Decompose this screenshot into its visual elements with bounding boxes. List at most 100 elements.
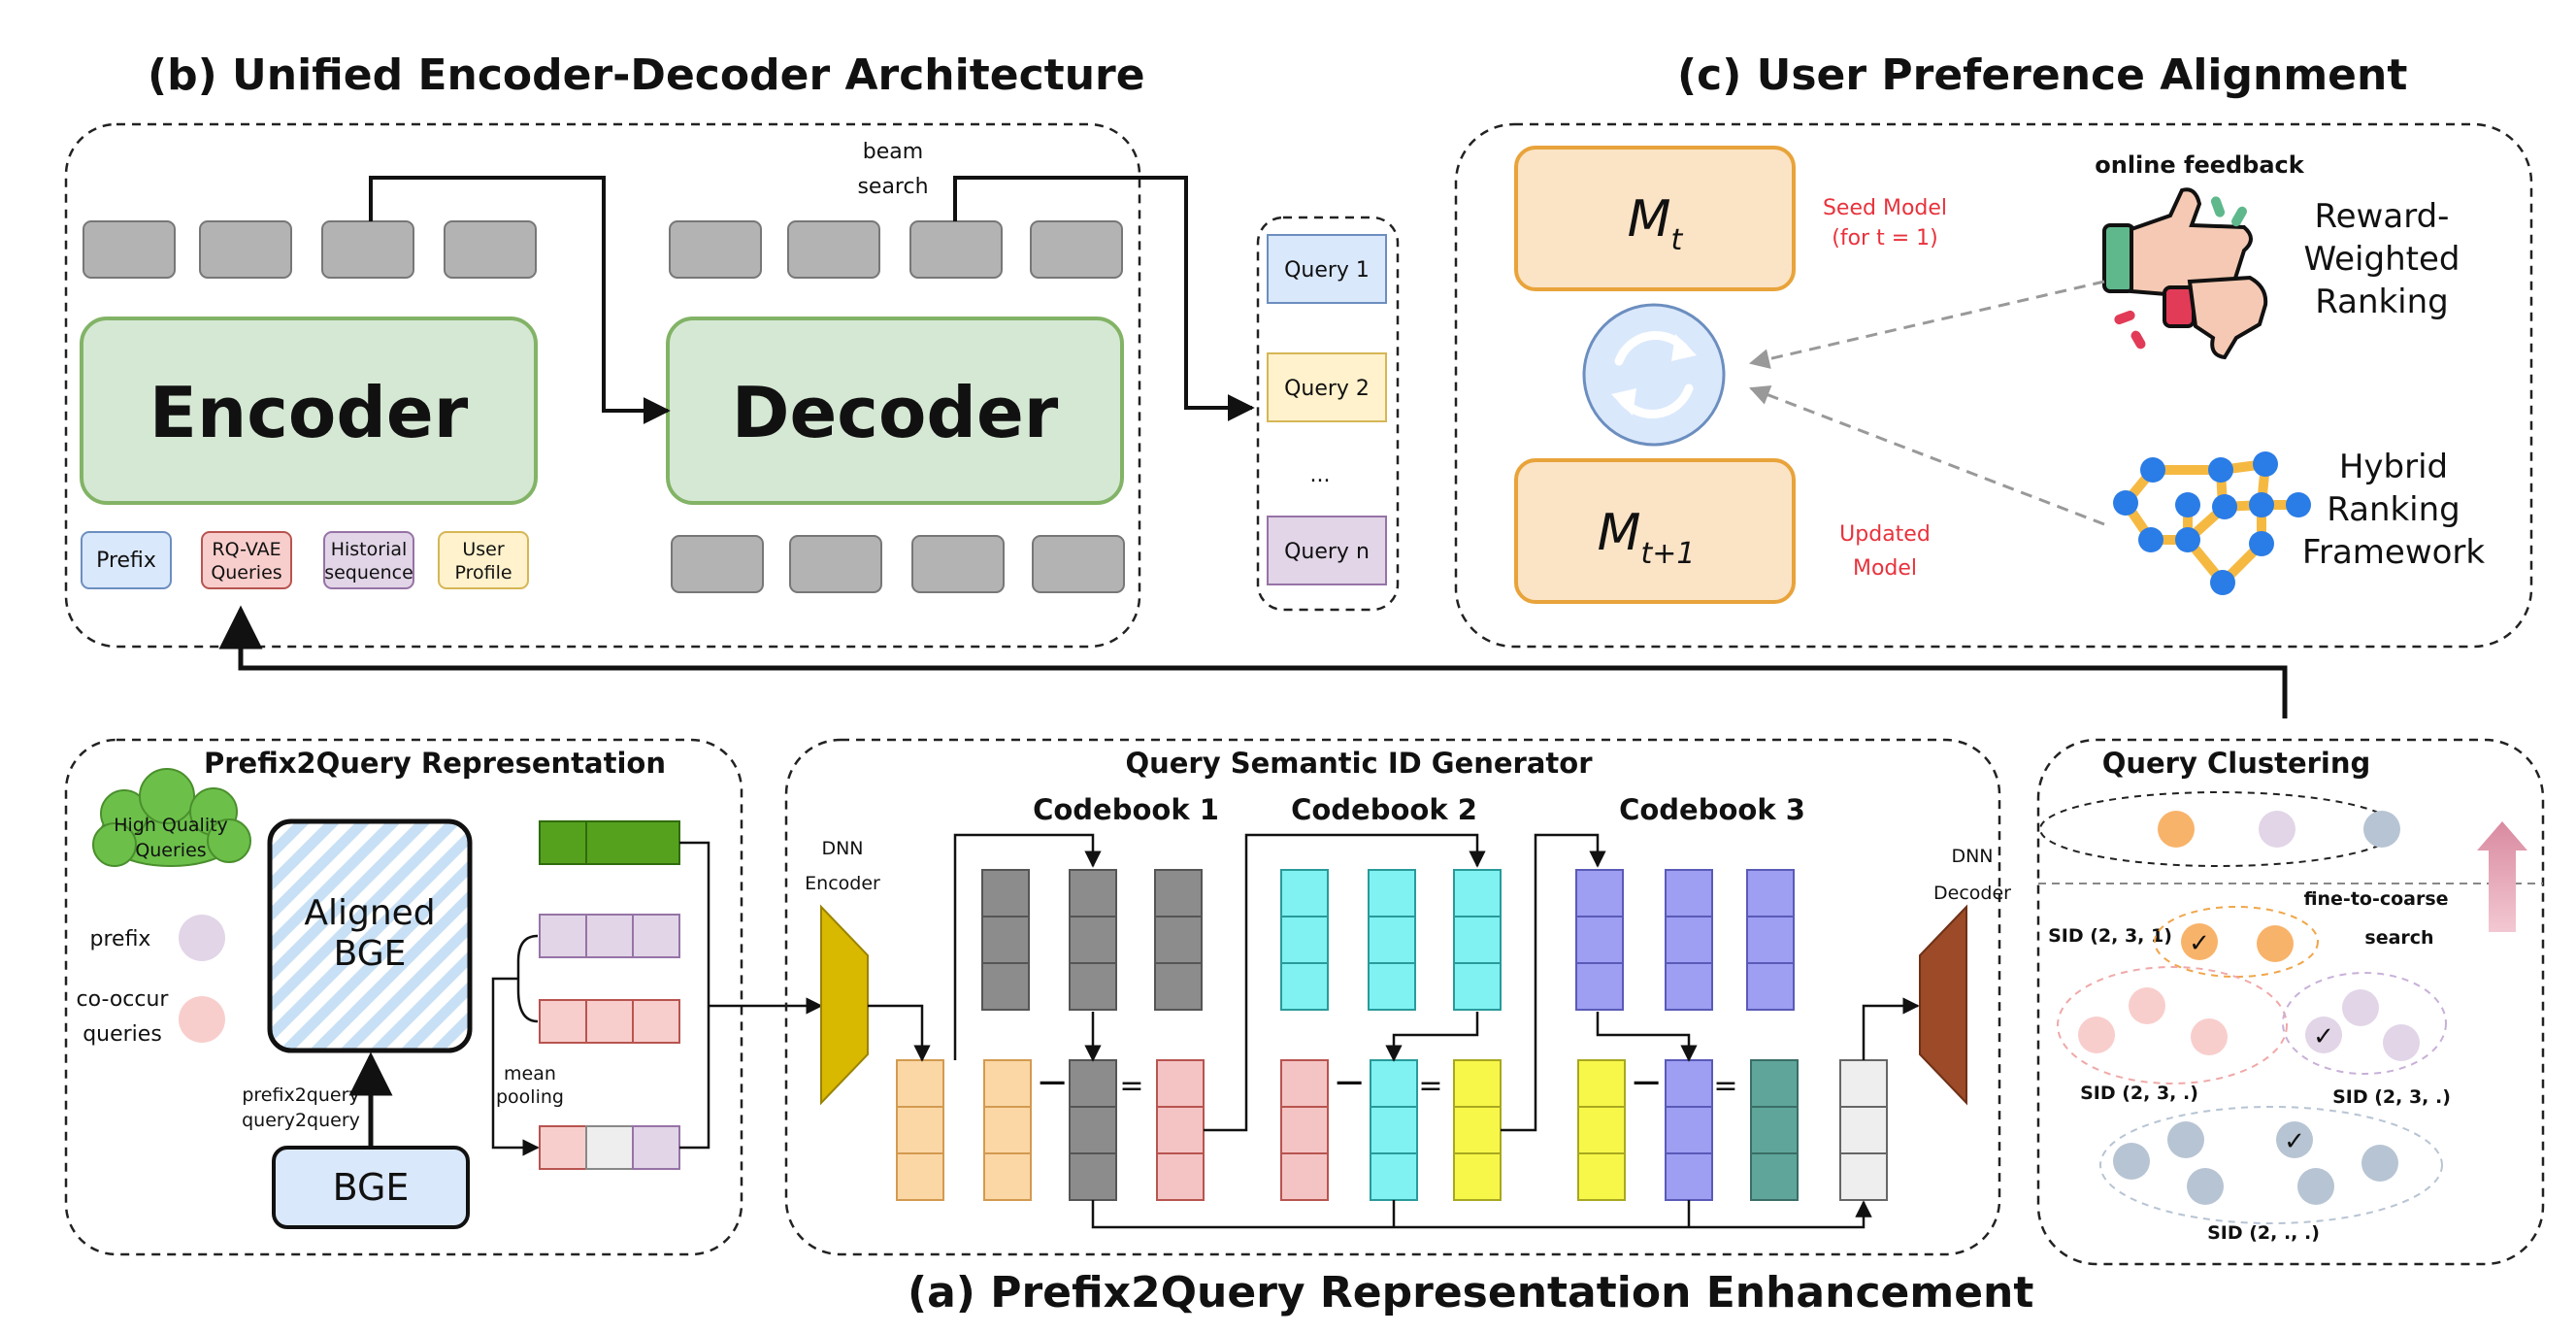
- vector-cell: [1665, 916, 1713, 964]
- cluster-point: [2113, 1143, 2150, 1180]
- decoder-input-token: [671, 535, 764, 593]
- vector-cell: [1577, 1106, 1626, 1154]
- vector-cell: [981, 962, 1030, 1011]
- decoder-output-token: [787, 220, 880, 279]
- vector-cell: [1280, 962, 1329, 1011]
- fine-to-coarse-label: search: [2364, 927, 2433, 949]
- vector-cell: [896, 1152, 944, 1201]
- check-icon: ✓: [2284, 1127, 2305, 1156]
- hq-queries-label: High Quality: [114, 815, 228, 836]
- beam-search-arrow: [953, 176, 1255, 421]
- cooccur-legend-dot: [179, 996, 225, 1043]
- input-rqvae-label: RQ-VAE: [212, 539, 281, 560]
- selected-query-point: [2181, 923, 2218, 960]
- query-1-label: Query 1: [1284, 258, 1370, 283]
- update-cycle-circle: [1582, 303, 1726, 447]
- input-history-label: Historial: [331, 539, 408, 560]
- input-rqvae-label: Queries: [211, 562, 281, 584]
- vector-cell: [1665, 1059, 1713, 1108]
- query-embedding-vector: [896, 1059, 944, 1201]
- input-profile-label: Profile: [454, 562, 512, 584]
- equals-operator: =: [1119, 1069, 1143, 1103]
- hq-queries-label: Queries: [135, 840, 206, 861]
- cluster-point: [2158, 811, 2195, 848]
- vector-cell: [983, 1059, 1032, 1108]
- high-quality-cloud: [92, 768, 251, 867]
- vector-cell: [1453, 916, 1502, 964]
- vector-cell: [1839, 1059, 1888, 1108]
- vector-cell: [1750, 1059, 1799, 1108]
- check-icon: ✓: [2313, 1022, 2334, 1051]
- section-c-title: (c) User Preference Alignment: [1677, 50, 2407, 100]
- encoder-output-token: [199, 220, 292, 279]
- vector-cell: [1368, 962, 1416, 1011]
- query-2-box: [1267, 352, 1387, 422]
- aligned-bge-label: BGE: [334, 934, 407, 974]
- codebook-2-entry: [1280, 869, 1329, 1011]
- green-embedding: [539, 820, 680, 865]
- codebook-3-entry: [1575, 869, 1624, 1011]
- residual-input-vector: [983, 1059, 1032, 1201]
- decoder-output-token: [909, 220, 1003, 279]
- vector-cell: [1280, 916, 1329, 964]
- codebook-3-entry: [1746, 869, 1795, 1011]
- decoder-label: Decoder: [732, 372, 1059, 453]
- vector-cell: [1453, 869, 1502, 917]
- input-profile-label: User: [462, 539, 504, 560]
- vector-cell: [1577, 1059, 1626, 1108]
- encoder-to-decoder-arrow: [369, 176, 671, 424]
- vector-cell: [981, 869, 1030, 917]
- sid-level-2b-label: SID (2, 3, .): [2332, 1086, 2451, 1108]
- equals-operator: =: [1713, 1069, 1737, 1103]
- semantic-id-panel: Query Semantic ID Generator DNN Encoder …: [784, 738, 2011, 1256]
- decoder-input-token: [789, 535, 882, 593]
- codebook-vectors: [896, 869, 1888, 1201]
- encoder-decoder-panel: Encoder Decoder Prefix RQ-VAE Queries Hi…: [64, 122, 1255, 649]
- check-icon: ✓: [2189, 929, 2210, 958]
- vector-cell: [1665, 962, 1713, 1011]
- input-prefix-chip: [81, 531, 172, 589]
- mean-pooling-label: mean: [504, 1063, 556, 1084]
- pooling-brace: [516, 934, 539, 1023]
- sid-level-2a-cluster: [2057, 966, 2288, 1084]
- vector-cell: [1746, 916, 1795, 964]
- vector-cell: [1746, 869, 1795, 917]
- reward-ranking-label: Ranking: [2315, 283, 2449, 321]
- vector-cell: [1453, 1059, 1502, 1108]
- training-label: prefix2query: [242, 1084, 359, 1106]
- cluster-point: [2129, 987, 2165, 1024]
- cluster-point: [2191, 1018, 2228, 1055]
- online-feedback-label: online feedback: [2095, 151, 2305, 179]
- sid-level-2b-cluster: [2282, 972, 2447, 1075]
- vector-cell: [1665, 869, 1713, 917]
- residual-vector: [1156, 1059, 1205, 1201]
- vector-cell: [1156, 1106, 1205, 1154]
- cluster-point: [2361, 1145, 2398, 1182]
- semantic-id-title: Query Semantic ID Generator: [1125, 747, 1593, 780]
- input-profile-chip: [438, 531, 529, 589]
- vector-cell: [1575, 962, 1624, 1011]
- vector-cell: [1746, 962, 1795, 1011]
- vector-cell: [1839, 1152, 1888, 1201]
- vector-cell: [1665, 1106, 1713, 1154]
- updated-model-label: Updated: [1839, 522, 1931, 547]
- preference-alignment-panel: Mt Seed Model (for t = 1) Mt+1 Updated M…: [1454, 122, 2533, 649]
- feedback-arrow: [1748, 280, 2105, 369]
- vector-cell: [1154, 962, 1203, 1011]
- minus-operator: −: [1333, 1060, 1366, 1105]
- vector-cell: [1280, 1152, 1329, 1201]
- pink-embedding: [539, 999, 680, 1044]
- encoder-output-token: [321, 220, 414, 279]
- query-clustering-panel: Query Clustering fine-to-coarse search S…: [2036, 738, 2545, 1266]
- codebook-1-label: Codebook 1: [1033, 793, 1219, 826]
- bge-label: BGE: [333, 1166, 410, 1209]
- reward-ranking-label: Weighted: [2304, 240, 2460, 279]
- vector-cell: [1069, 1059, 1117, 1108]
- dnn-encoder-label: DNN: [821, 838, 863, 859]
- hybrid-ranking-label: Framework: [2302, 533, 2486, 572]
- embedding-bracket: [679, 841, 710, 1150]
- codebook-2-entry: [1368, 869, 1416, 1011]
- updated-model-sublabel: Model: [1853, 556, 1917, 581]
- encoder-block: [80, 317, 538, 505]
